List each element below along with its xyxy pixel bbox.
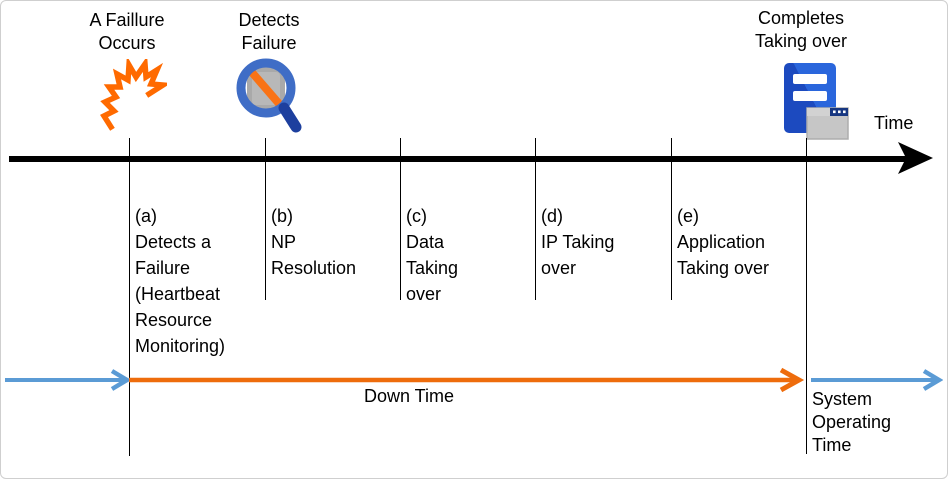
phase-label-a: (a) Detects a Failure (Heartbeat Resourc… [135, 206, 226, 356]
label-completes-taking-over: Completes Taking over [754, 8, 848, 51]
time-axis-arrowhead [897, 142, 935, 176]
time-axis-label: Time [874, 113, 914, 133]
down-time-arrow [129, 367, 805, 393]
pre-failure-operating-arrow [5, 368, 132, 392]
label-failure-occurs: A Faillure Occurs [89, 10, 165, 53]
tick-phase-b [265, 138, 266, 300]
phase-label-d: (d) IP Taking over [541, 206, 615, 278]
phase-label-c: (c) Data Taking over [406, 206, 459, 304]
time-axis-line [9, 156, 907, 162]
phase-label-b: (b) NP Resolution [271, 206, 357, 278]
magnifier-slash-icon [230, 57, 306, 137]
post-takeover-operating-arrow [811, 368, 944, 392]
label-detects-failure: Detects Failure [238, 10, 300, 53]
system-operating-time-label: System Operating Time [812, 389, 892, 455]
spark-icon [99, 55, 172, 131]
tick-failure-occurs [129, 138, 130, 456]
down-time-label: Down Time [363, 386, 455, 406]
tick-phase-d [535, 138, 536, 300]
phase-label-e: (e) Application Taking over [677, 206, 770, 278]
tick-phase-c [400, 138, 401, 300]
tick-takeover-complete [806, 138, 807, 454]
tick-phase-e [671, 138, 672, 300]
server-window-icon [780, 61, 860, 143]
